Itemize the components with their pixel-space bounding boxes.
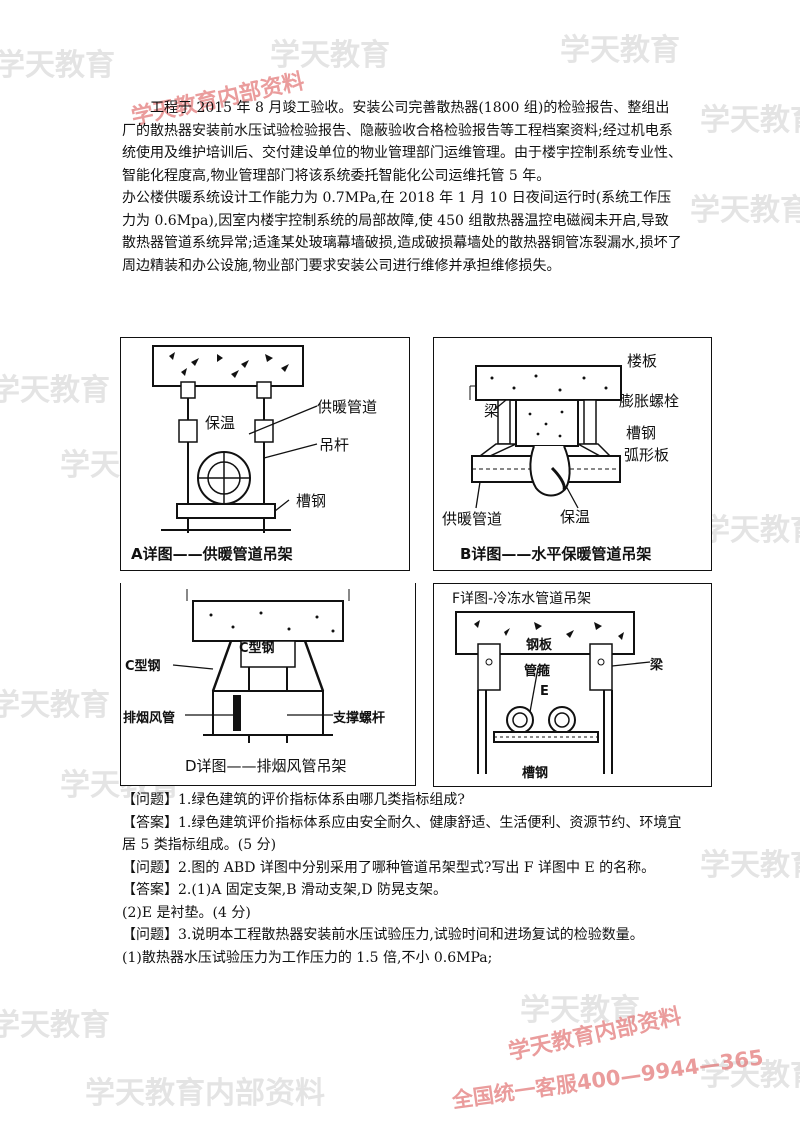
figure-a-drawing xyxy=(152,345,318,533)
figure-d-label-c-steel-center: C型钢 xyxy=(239,641,275,656)
figure-d-caption: D详图——排烟风管吊架 xyxy=(185,757,347,775)
figure-f-drawing xyxy=(455,611,651,774)
figure-f-label-beam: 梁 xyxy=(650,658,664,673)
answer-3-part-1: (1)散热器水压试验压力为工作压力的 1.5 倍,不小 0.6MPa; xyxy=(122,949,493,966)
watermark-logo: 学天教育 xyxy=(0,373,110,408)
intro-paragraph-2: 办公楼供暖系统设计工作能力为 0.7MPa,在 2018 年 1 月 10 日夜… xyxy=(122,190,682,274)
watermark-logo: 学天教育 xyxy=(700,848,800,883)
watermark-logo: 学天教育 xyxy=(690,193,800,228)
watermark-internal: 学天教育内部资料 xyxy=(85,1076,325,1111)
figure-a-caption: A详图——供暖管道吊架 xyxy=(131,545,293,563)
question-2: 【问题】2.图的 ABD 详图中分别采用了哪种管道吊架型式?写出 F 详图中 E… xyxy=(122,859,656,876)
answer-2-part-1: 【答案】2.(1)A 固定支架,B 滑动支架,D 防晃支架。 xyxy=(122,882,448,898)
figure-d-drawing xyxy=(172,589,350,743)
figure-b-label-channel: 槽钢 xyxy=(626,424,657,442)
figure-b-horizontal-pipe-hanger: 楼板 梁 膨胀螺栓 槽钢 弧形板 供暖管道 保温 B详图——水平保暖管道吊架 xyxy=(433,337,712,571)
figure-b-label-slab: 楼板 xyxy=(627,352,658,370)
watermark-logo: 学天教育 xyxy=(520,993,640,1028)
figure-d-label-support-rod: 支撑螺杆 xyxy=(333,711,386,726)
answer-2-part-2: (2)E 是衬垫。(4 分) xyxy=(122,904,251,921)
watermark-logo: 学天教育 xyxy=(0,688,110,723)
answer-1: 【答案】1.绿色建筑评价指标体系应由安全耐久、健康舒适、生活便利、资源节约、环境… xyxy=(122,814,682,854)
figure-d-smoke-duct-hanger: C型钢 C型钢 排烟风管 支撑螺杆 D详图——排烟风管吊架 xyxy=(120,583,416,786)
figure-d-label-c-steel-left: C型钢 xyxy=(125,659,161,674)
figure-b-label-insulation: 保温 xyxy=(560,508,591,526)
figure-f-label-steel-plate: 钢板 xyxy=(526,638,553,653)
watermark-logo: 学天教育 xyxy=(700,103,800,138)
figure-b-caption: B详图——水平保暖管道吊架 xyxy=(460,545,652,563)
figure-a-label-channel: 槽钢 xyxy=(296,492,327,510)
figure-b-label-pipe: 供暖管道 xyxy=(442,510,503,528)
figure-f-label-pipe-clamp: 管箍 xyxy=(524,664,551,679)
figure-a-label-rod: 吊杆 xyxy=(319,436,350,454)
watermark-logo: 学天教育 xyxy=(270,38,390,73)
watermark-logo: 学天教育 xyxy=(0,1008,110,1043)
figure-f-label-e: E xyxy=(540,684,549,699)
watermark-logo: 学天教育 xyxy=(700,1058,800,1093)
question-1: 【问题】1.绿色建筑的评价指标体系由哪几类指标组成? xyxy=(122,792,465,808)
figure-b-drawing xyxy=(469,365,622,509)
watermark-logo: 学天教育 xyxy=(700,513,800,548)
figure-b-label-beam: 梁 xyxy=(484,402,500,420)
figure-a-label-insulation: 保温 xyxy=(205,414,236,432)
figure-f-caption: F详图-冷冻水管道吊架 xyxy=(452,591,592,607)
question-3: 【问题】3.说明本工程散热器安装前水压试验压力,试验时间和进场复试的检验数量。 xyxy=(122,927,644,943)
intro-text: 工程于 2015 年 8 月竣工验收。安装公司完善散热器(1800 组)的检验报… xyxy=(122,97,682,277)
watermark-logo: 学天教育 xyxy=(560,33,680,68)
figure-a-label-pipe: 供暖管道 xyxy=(317,398,378,416)
watermark-logo: 学天教育 xyxy=(0,48,115,83)
figure-a-heating-pipe-hanger: 供暖管道 保温 吊杆 槽钢 A详图——供暖管道吊架 xyxy=(120,337,410,571)
qa-section: 【问题】1.绿色建筑的评价指标体系由哪几类指标组成? 【答案】1.绿色建筑评价指… xyxy=(122,789,687,969)
figure-b-label-bolt: 膨胀螺栓 xyxy=(619,392,680,410)
figure-d-label-smoke-duct: 排烟风管 xyxy=(123,711,176,726)
intro-paragraph-1: 工程于 2015 年 8 月竣工验收。安装公司完善散热器(1800 组)的检验报… xyxy=(122,100,682,184)
figure-f-label-channel: 槽钢 xyxy=(522,766,549,781)
figure-f-chilled-water-hanger: F详图-冷冻水管道吊架 钢板 梁 管箍 E 槽钢 xyxy=(433,583,712,787)
figure-b-label-arc-plate: 弧形板 xyxy=(624,446,670,464)
